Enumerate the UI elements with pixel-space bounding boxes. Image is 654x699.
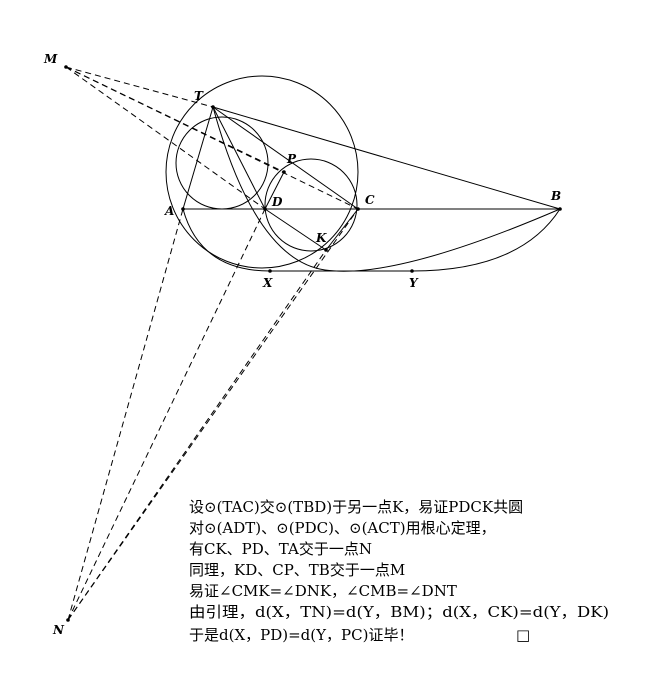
proof-line-5: 易证∠CMK=∠DNK，∠CMB=∠DNT — [189, 582, 457, 600]
line-dk — [264, 208, 327, 251]
dot-t — [211, 105, 215, 109]
proof-line-7: 于是d(X，PD)=d(Y，PC)证毕！ — [189, 626, 413, 644]
label-n: N — [52, 623, 65, 637]
line-td — [212, 106, 266, 210]
proof-line-6: 由引理，d(X，TN)=d(Y，BM)；d(X，CK)=d(Y，DK) — [189, 603, 609, 621]
label-k: K — [315, 231, 327, 245]
line-tb — [212, 106, 561, 210]
proof-line-3: 有CK、PD、TA交于一点N — [189, 540, 372, 558]
point-dots — [64, 65, 562, 622]
qed-symbol: □ — [516, 626, 530, 644]
label-m: M — [43, 52, 58, 66]
line-dp — [264, 171, 285, 210]
proof-line-2: 对⊙(ADT)、⊙(PDC)、⊙(ACT)用根心定理， — [189, 519, 496, 537]
proof-line-4: 同理，KD、CP、TB交于一点M — [189, 561, 405, 579]
proof-text: 设⊙(TAC)交⊙(TBD)于另一点K，易证PDCK共圆 对⊙(ADT)、⊙(P… — [189, 498, 609, 644]
label-p: P — [286, 152, 297, 166]
dot-k — [324, 248, 328, 252]
proof-line-1: 设⊙(TAC)交⊙(TBD)于另一点K，易证PDCK共圆 — [189, 498, 523, 516]
dot-n — [66, 618, 70, 622]
dashed-na — [67, 208, 184, 621]
dot-x — [268, 269, 272, 273]
dot-b — [558, 207, 562, 211]
label-y: Y — [409, 276, 419, 290]
dot-y — [410, 269, 414, 273]
dashed-mc — [65, 66, 359, 210]
circle-tbd-arc — [212, 106, 561, 272]
dot-p — [282, 170, 286, 174]
label-a: A — [164, 204, 174, 218]
line-ta — [182, 106, 214, 210]
dot-a — [181, 207, 185, 211]
label-c: C — [365, 193, 375, 207]
dashed-md — [65, 66, 266, 210]
label-d: D — [271, 195, 283, 209]
circle-axyb-arc — [182, 208, 561, 272]
label-b: B — [550, 189, 561, 203]
circle-pdc — [264, 158, 358, 252]
dot-m — [64, 65, 68, 69]
line-tc — [212, 106, 359, 210]
dashed-mt — [65, 66, 214, 108]
label-t: T — [194, 89, 204, 103]
dot-d — [263, 207, 267, 211]
dot-c — [356, 207, 360, 211]
label-x: X — [262, 276, 273, 290]
dashed-nc — [67, 208, 359, 621]
circle-adt — [175, 116, 269, 210]
circle-tac — [165, 75, 359, 269]
dashed-nd — [67, 208, 266, 621]
